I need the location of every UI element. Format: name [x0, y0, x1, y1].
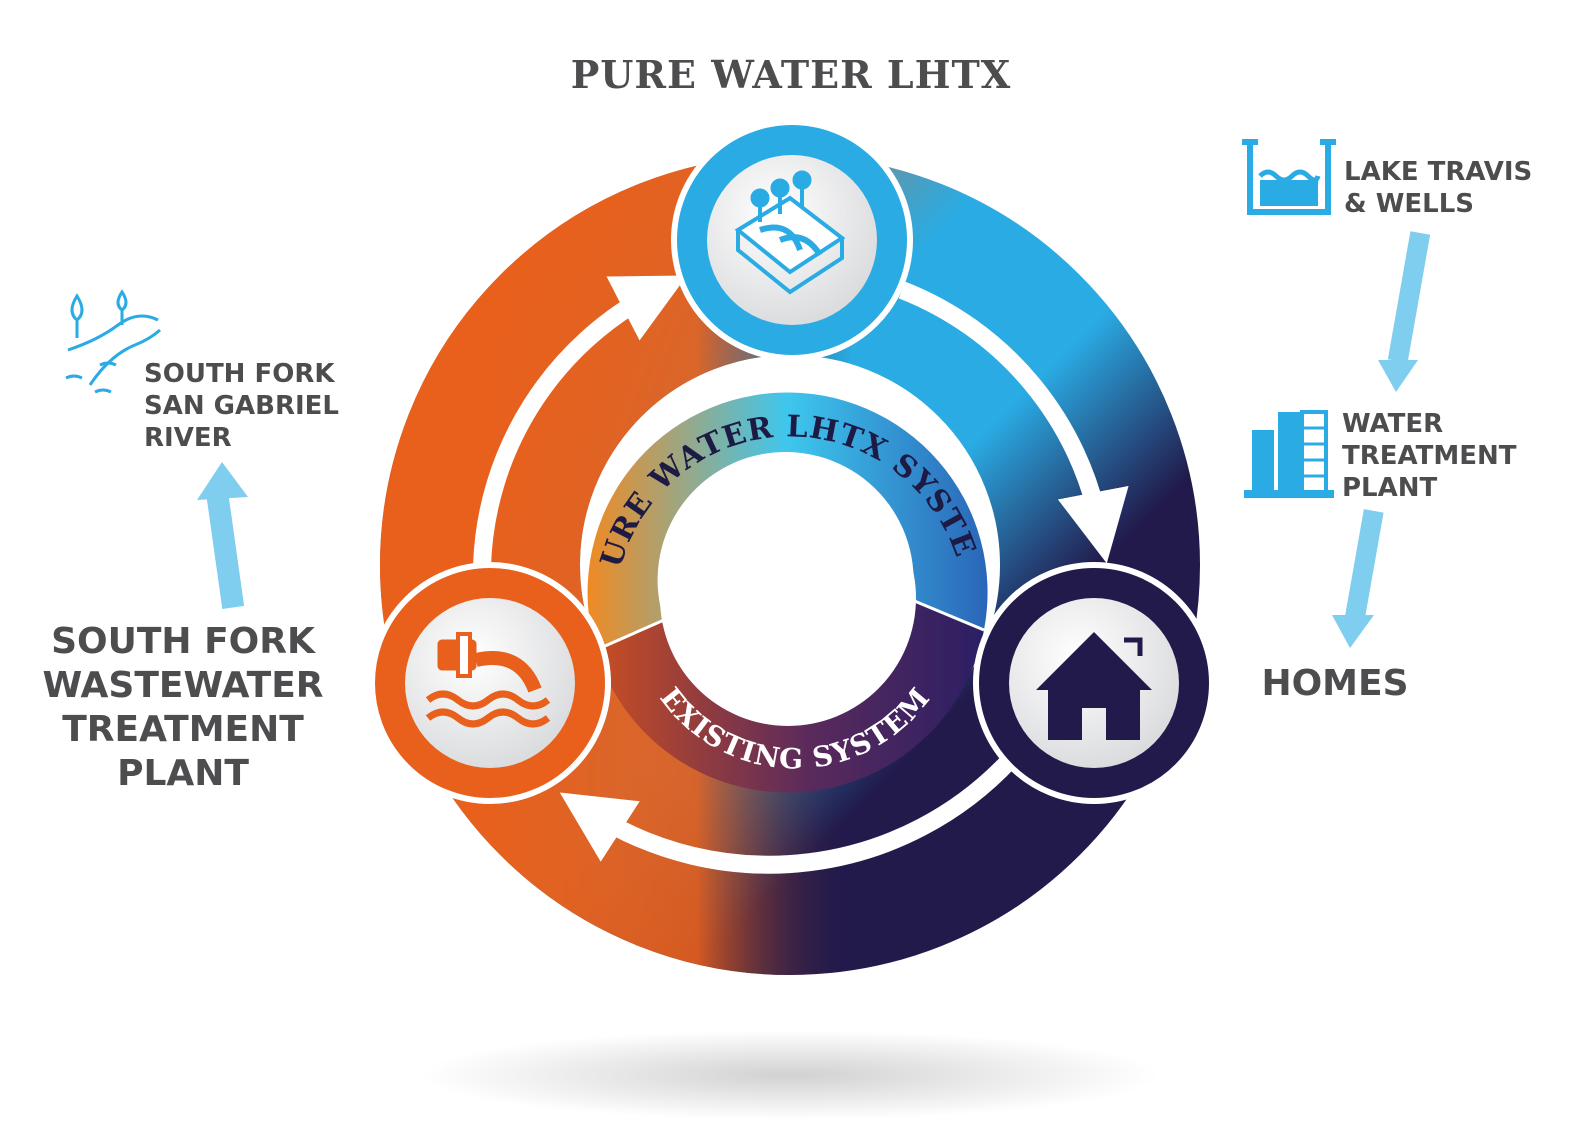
- arrow-to-wastewater: [559, 753, 1017, 874]
- wastewater-label-line: SOUTH FORK: [51, 621, 315, 662]
- arrow-to-homes: [898, 281, 1129, 564]
- wastewater-label-line: PLANT: [117, 753, 249, 794]
- water-plant-label-line: PLANT: [1342, 473, 1438, 503]
- homes-label: HOMES: [1250, 662, 1420, 706]
- water-plant-label-line: WATER: [1342, 409, 1444, 439]
- wastewater-node: [369, 562, 611, 804]
- pure-water-band: [587, 392, 988, 650]
- water-plant-icon: [1244, 410, 1334, 498]
- river-label-line: SOUTH FORK: [144, 359, 335, 389]
- river-icon: [65, 289, 162, 394]
- outfall-pipe-icon: [425, 632, 551, 728]
- arrow-lake-to-plant: [1378, 231, 1431, 392]
- page-title: PURE WATER LHTX: [570, 52, 1012, 97]
- purification-facility-icon: [734, 170, 846, 295]
- center-hole: [660, 470, 916, 726]
- homes-label-line: HOMES: [1261, 663, 1409, 704]
- lake-label: LAKE TRAVIS & WELLS: [1344, 156, 1532, 220]
- wastewater-label-line: TREATMENT: [62, 709, 304, 750]
- arrow-to-purification: [473, 275, 687, 567]
- house-icon: [1036, 632, 1152, 740]
- lake-icon: [1242, 139, 1336, 215]
- river-label-line: SAN GABRIEL: [144, 391, 339, 421]
- water-plant-label-line: TREATMENT: [1342, 441, 1517, 471]
- purification-node: [671, 119, 913, 361]
- river-label: SOUTH FORK SAN GABRIEL RIVER: [144, 358, 339, 454]
- wastewater-label: SOUTH FORK WASTEWATER TREATMENT PLANT: [18, 620, 348, 796]
- lake-label-line: & WELLS: [1344, 189, 1475, 219]
- water-plant-label: WATER TREATMENT PLANT: [1342, 408, 1516, 504]
- ring-shadow: [420, 1030, 1160, 1120]
- band-divider-right: [911, 598, 985, 632]
- existing-system-band: [596, 600, 984, 793]
- homes-node: [973, 562, 1215, 804]
- arrow-wastewater-to-river: [197, 462, 248, 609]
- lake-label-line: LAKE TRAVIS: [1344, 157, 1533, 187]
- band-divider-left: [595, 618, 665, 652]
- river-label-line: RIVER: [144, 423, 232, 453]
- wastewater-label-line: WASTEWATER: [42, 665, 324, 706]
- arrow-plant-to-homes: [1332, 509, 1384, 648]
